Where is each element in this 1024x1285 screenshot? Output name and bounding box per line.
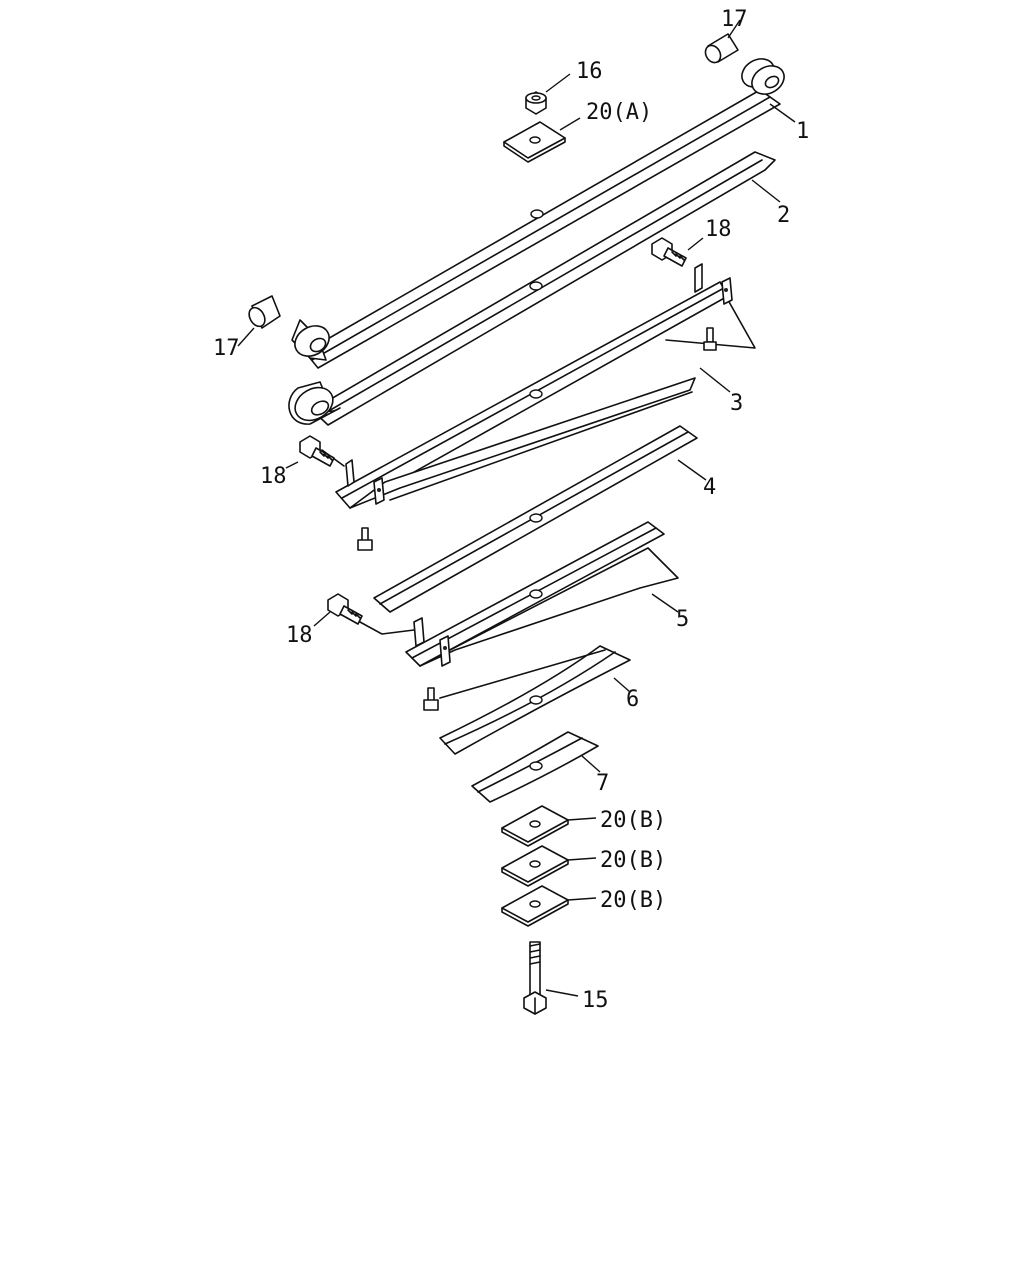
rivet-bolt-right [703, 327, 717, 351]
part-5-leaf-with-clips [359, 521, 679, 667]
callout-15: 15 [582, 988, 609, 1013]
callout-4: 4 [703, 475, 716, 500]
part-20b-plate-3 [501, 885, 569, 927]
callout-17-top: 17 [721, 7, 748, 32]
rivet-bolt-mid [357, 527, 373, 551]
rivet-bolt-low [423, 687, 439, 711]
leader-lines [237, 19, 796, 997]
callout-18-low: 18 [286, 623, 313, 648]
callout-labels: 17 16 20(A) 1 2 18 17 3 18 4 5 18 6 7 20… [213, 7, 809, 1013]
part-16-nut [525, 91, 547, 115]
part-18-bolt-mid [299, 435, 335, 467]
part-3-leaf-with-clips [321, 263, 756, 509]
callout-18-mid: 18 [260, 464, 287, 489]
callout-20b-1: 20(B) [600, 808, 666, 833]
part-20b-plate-1 [501, 805, 569, 847]
part-7-leaf [471, 731, 599, 803]
callout-20b-3: 20(B) [600, 888, 666, 913]
callout-1: 1 [796, 119, 809, 144]
callout-20a: 20(A) [586, 100, 652, 125]
part-1-main-leaf [291, 58, 785, 369]
part-17-pin-top [704, 33, 739, 64]
callout-5: 5 [676, 607, 689, 632]
part-4-leaf [373, 425, 698, 613]
callout-2: 2 [777, 203, 790, 228]
part-15-center-bolt [523, 941, 547, 1015]
callout-16: 16 [576, 59, 603, 84]
part-2-second-leaf [288, 151, 776, 426]
part-18-bolt-low [327, 593, 363, 625]
callout-3: 3 [730, 391, 743, 416]
callout-17-left: 17 [213, 336, 240, 361]
callout-18-top: 18 [705, 217, 732, 242]
part-20b-plate-2 [501, 845, 569, 887]
part-6-leaf [439, 645, 631, 755]
callout-7: 7 [596, 771, 609, 796]
part-20a-plate [503, 121, 566, 163]
part-18-bolt-top [651, 237, 687, 267]
callout-6: 6 [626, 687, 639, 712]
part-17-pin-left [248, 295, 281, 329]
callout-20b-2: 20(B) [600, 848, 666, 873]
